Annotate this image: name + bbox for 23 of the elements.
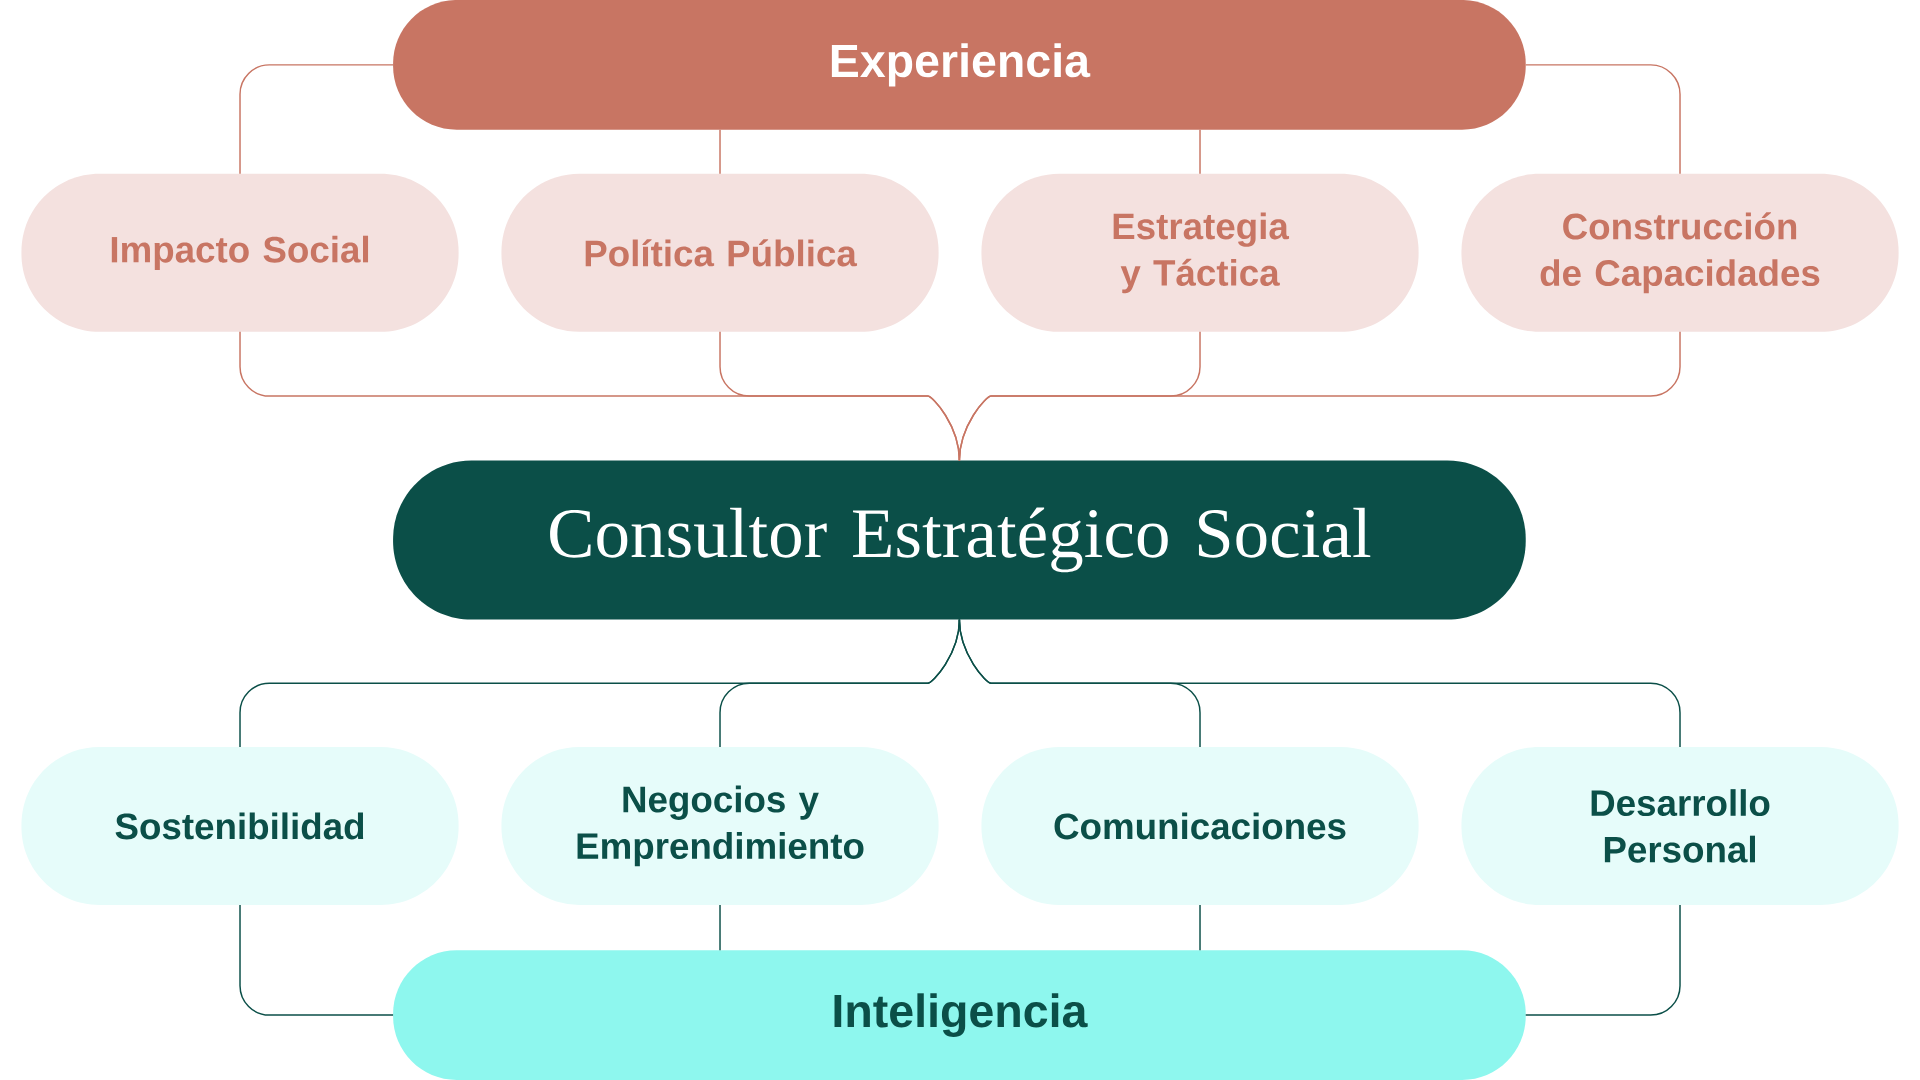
- connector-line: [719, 904, 721, 951]
- topic-pill: Desarrollo Personal: [1461, 746, 1899, 905]
- topic-pill: Construcción de Capacidades: [1461, 173, 1899, 332]
- connector-line: [719, 129, 721, 175]
- connector-line: [958, 618, 1681, 748]
- topic-pill: Política Pública: [501, 173, 939, 332]
- connector-line: [1525, 64, 1681, 175]
- central-title-box: Consultor Estratégico Social: [393, 460, 1526, 620]
- connector-line: [239, 64, 394, 175]
- connector-line: [1525, 904, 1681, 1016]
- topic-pill: Negocios y Emprendimiento: [501, 746, 939, 905]
- topic-pill: Comunicaciones: [981, 746, 1419, 905]
- connector-line: [1199, 904, 1201, 951]
- connector-line: [1199, 129, 1201, 175]
- connector-line: [719, 618, 961, 748]
- topic-pill: Sostenibilidad: [21, 746, 459, 905]
- topic-pill: Estrategia y Táctica: [981, 173, 1419, 332]
- category-band: Inteligencia: [393, 950, 1526, 1080]
- category-band: Experiencia: [393, 0, 1526, 130]
- connector-line: [239, 904, 394, 1016]
- connector-line: [958, 331, 1681, 462]
- connector-line: [719, 331, 961, 462]
- topic-pill: Impacto Social: [21, 173, 459, 332]
